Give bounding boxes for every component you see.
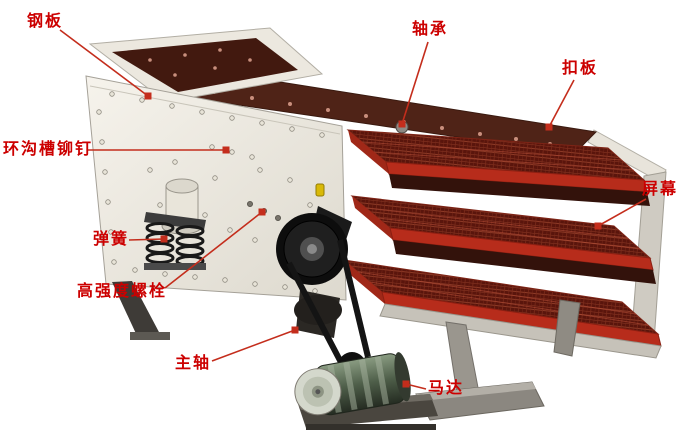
marker-screen-panel: [594, 222, 602, 230]
label-spring: 弹簧: [93, 229, 130, 248]
marker-high-strength-bolt: [258, 208, 266, 216]
marker-motor: [402, 380, 410, 388]
label-ring-groove-rivet: 环沟槽铆钉: [3, 139, 94, 158]
screen-deck-1: [346, 129, 650, 206]
leader-markers: [144, 92, 602, 388]
motor-body: [294, 352, 411, 416]
right-supports: [415, 299, 581, 421]
leader-high-strength-bolt: [164, 211, 263, 289]
marker-main-shaft: [291, 326, 299, 334]
leader-main-shaft: [211, 329, 296, 362]
label-screen-panel: 屏幕: [642, 179, 679, 198]
leader-spring: [128, 238, 165, 241]
marker-ring-groove-rivet: [222, 146, 230, 154]
support-springs: [144, 212, 206, 270]
leader-buckle-plate: [548, 79, 575, 128]
label-buckle-plate: 扣板: [562, 58, 599, 77]
v-belt: [286, 239, 371, 372]
grease-fitting: [315, 183, 325, 197]
marker-spring: [160, 235, 168, 243]
label-main-shaft: 主轴: [175, 353, 212, 372]
leader-lines: [59, 29, 647, 390]
label-bearing: 轴承: [412, 19, 449, 38]
drive-pulley: [276, 213, 348, 285]
screen-deck-2: [350, 195, 656, 284]
feed-hopper: [88, 27, 324, 103]
marker-bearing: [398, 120, 406, 128]
leader-screen-panel: [597, 198, 647, 227]
leader-bearing: [401, 41, 429, 125]
leader-steel-plate: [59, 29, 149, 97]
marker-steel-plate: [144, 92, 152, 100]
label-steel-plate: 钢板: [27, 11, 64, 30]
left-support-leg: [112, 281, 170, 340]
screen-deck-3: [342, 259, 662, 359]
label-high-strength-bolt: 高强度螺栓: [77, 281, 168, 300]
label-motor: 马达: [428, 378, 465, 397]
marker-buckle-plate: [545, 123, 553, 131]
